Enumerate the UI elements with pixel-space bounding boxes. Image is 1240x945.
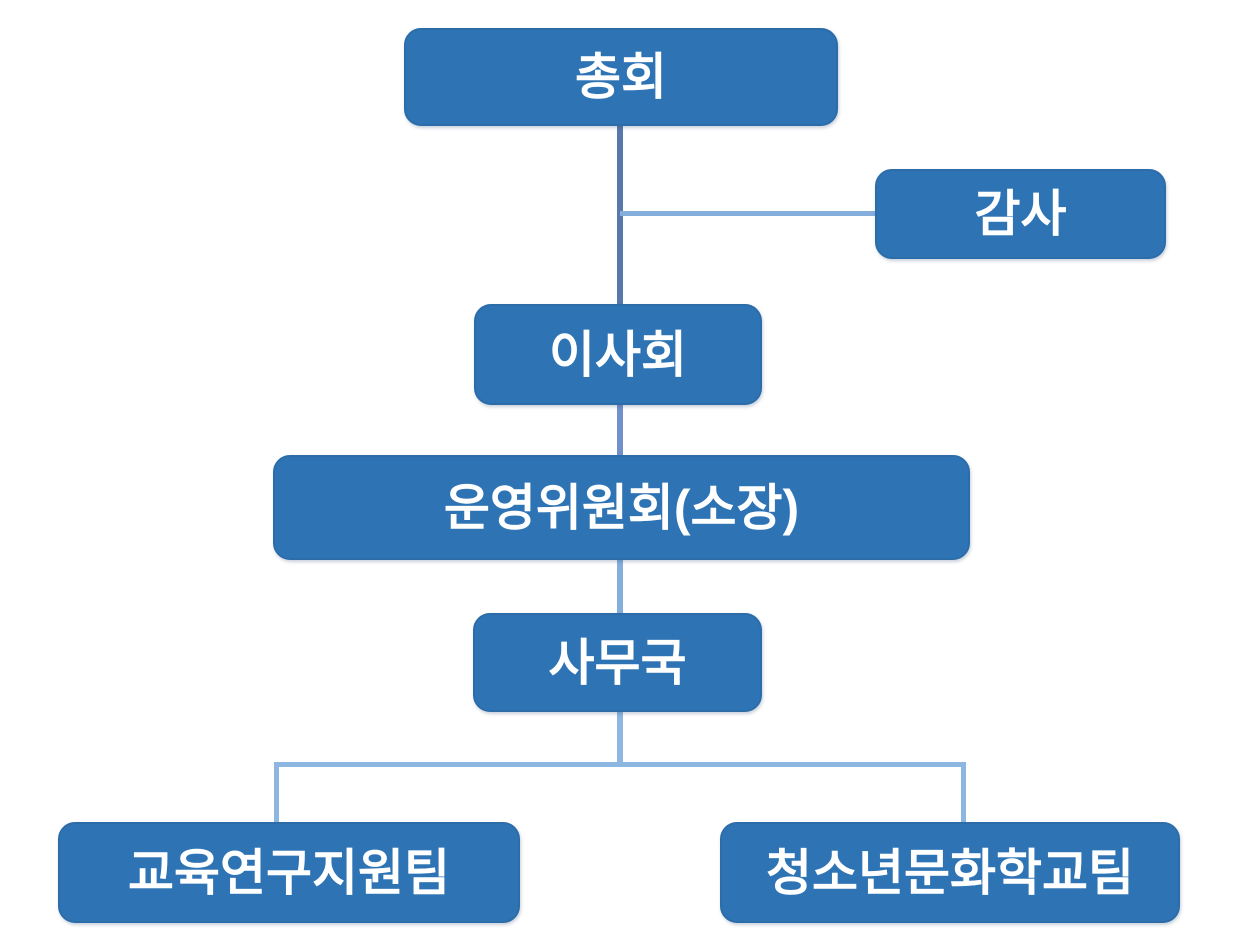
org-node-secretariat: 사무국 [473,613,762,712]
org-node-label: 청소년문화학교팀 [766,844,1134,901]
connector-isahoe-unyeong [617,404,623,456]
connector-samuguk-stem [617,711,623,765]
connector-drop-team1 [274,764,279,823]
org-node-label: 이사회 [549,326,687,383]
org-node-youth-culture-school-team: 청소년문화학교팀 [720,822,1180,923]
org-node-audit: 감사 [875,169,1166,259]
connector-unyeong-samuguk [617,559,623,614]
org-node-board-of-directors: 이사회 [474,304,762,405]
org-node-label: 사무국 [548,634,687,691]
connector-chonghoe-gamsa [620,211,875,216]
org-node-label: 운영위원회(소장) [443,479,800,536]
connector-drop-team2 [961,764,966,823]
org-node-label: 감사 [974,186,1067,242]
connector-branch-horizontal [274,762,966,767]
org-node-operating-committee: 운영위원회(소장) [273,455,970,560]
org-node-label: 총회 [575,49,667,105]
org-node-education-research-support-team: 교육연구지원팀 [58,822,520,923]
org-node-general-assembly: 총회 [404,28,838,126]
org-node-label: 교육연구지원팀 [128,844,450,901]
